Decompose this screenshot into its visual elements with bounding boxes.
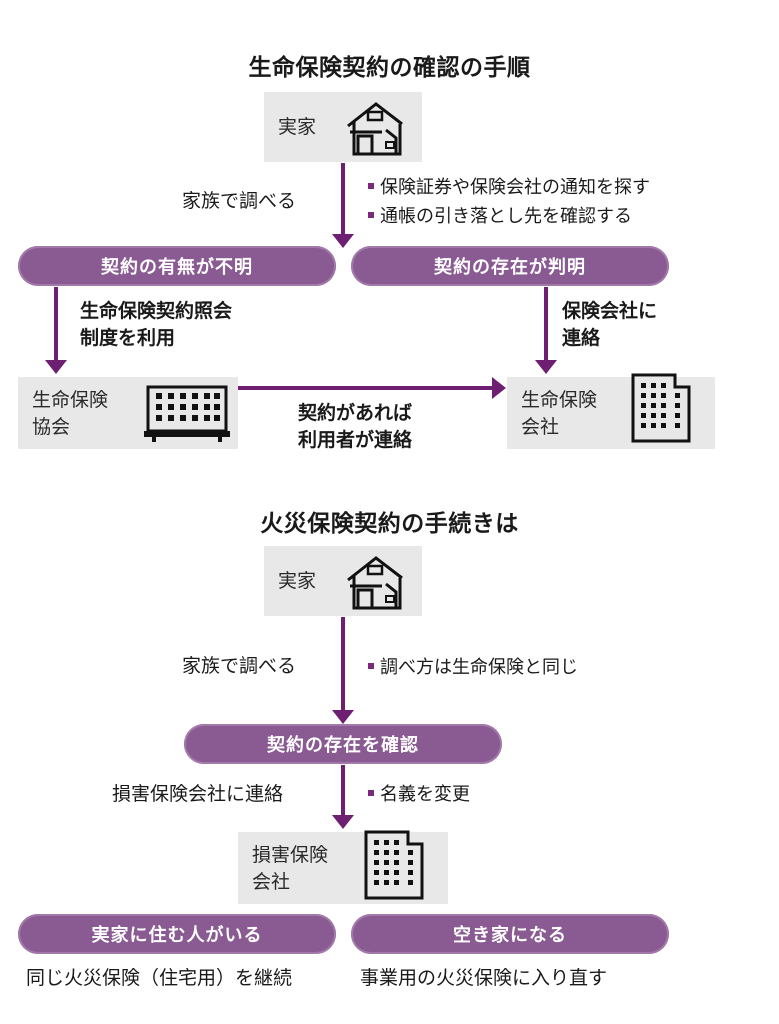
bullet-icon: [368, 790, 374, 796]
fire-title: 火災保険契約の手続きは: [260, 511, 519, 537]
damage-company-line1: 損害保険: [252, 844, 329, 866]
life-company-box: 生命保険 会社: [507, 373, 715, 449]
pill-contract-known: 契約の存在が判明: [351, 246, 669, 286]
life-contact-line2: 連絡: [562, 327, 601, 349]
house-icon: [347, 102, 403, 156]
pill-vacant-house: 空き家になる: [351, 914, 669, 954]
damage-company-box: 損害保険 会社: [238, 830, 448, 904]
life-home-box: 実家: [264, 92, 422, 162]
fire-family-search: 家族で調べる: [182, 655, 297, 677]
building-windows: [156, 393, 220, 421]
office-building-icon: [144, 385, 230, 442]
life-home-down-arrowhead: [332, 234, 354, 248]
pill-confirm-contract: 契約の存在を確認: [184, 724, 502, 764]
pill-contract-unknown: 契約の有無が不明: [18, 246, 336, 286]
life-company-line1: 生命保険: [521, 389, 598, 411]
life-inquiry-line1: 生命保険契約照会: [80, 300, 233, 322]
life-assoc-right-arrowhead: [492, 377, 506, 399]
life-inquiry-line2: 制度を利用: [80, 327, 176, 349]
life-company-line2: 会社: [521, 416, 560, 438]
bullet-icon: [368, 663, 374, 669]
house-icon: [347, 556, 403, 610]
fire-confirm-down-arrowhead: [332, 815, 354, 829]
if-contract-line2: 利用者が連絡: [298, 429, 413, 451]
life-home-label: 実家: [278, 116, 317, 138]
association-line2: 協会: [32, 416, 71, 438]
life-known-down-arrowhead: [535, 360, 557, 374]
bullet-icon: [368, 212, 374, 218]
fire-note-2: 名義を変更: [368, 781, 470, 809]
fire-home-box: 実家: [264, 546, 422, 616]
life-note-2: 通帳の引き落とし先を確認する: [368, 203, 632, 231]
fire-home-down-arrowhead: [332, 710, 354, 724]
fire-contact: 損害保険会社に連絡: [112, 783, 284, 805]
damage-company-line2: 会社: [252, 871, 291, 893]
life-family-search: 家族で調べる: [182, 190, 297, 212]
life-contact-line1: 保険会社に: [562, 300, 658, 322]
life-unknown-down-arrowhead: [45, 360, 67, 374]
pill-someone-lives: 実家に住む人がいる: [18, 914, 336, 954]
result-rejoin: 事業用の火災保険に入り直す: [360, 967, 608, 989]
bullet-icon: [368, 183, 374, 189]
if-contract-line1: 契約があれば: [298, 402, 413, 424]
life-note-1: 保険証券や保険会社の通知を探す: [368, 174, 650, 202]
fire-home-label: 実家: [278, 570, 317, 592]
company-building-icon: [364, 830, 424, 900]
association-line1: 生命保険: [32, 389, 109, 411]
result-continue: 同じ火災保険（住宅用）を継続: [26, 967, 293, 989]
association-box: 生命保険 協会: [18, 377, 238, 449]
life-title: 生命保険契約の確認の手順: [248, 55, 531, 81]
company-building-icon: [631, 373, 691, 443]
fire-note: 調べ方は生命保険と同じ: [368, 654, 578, 682]
